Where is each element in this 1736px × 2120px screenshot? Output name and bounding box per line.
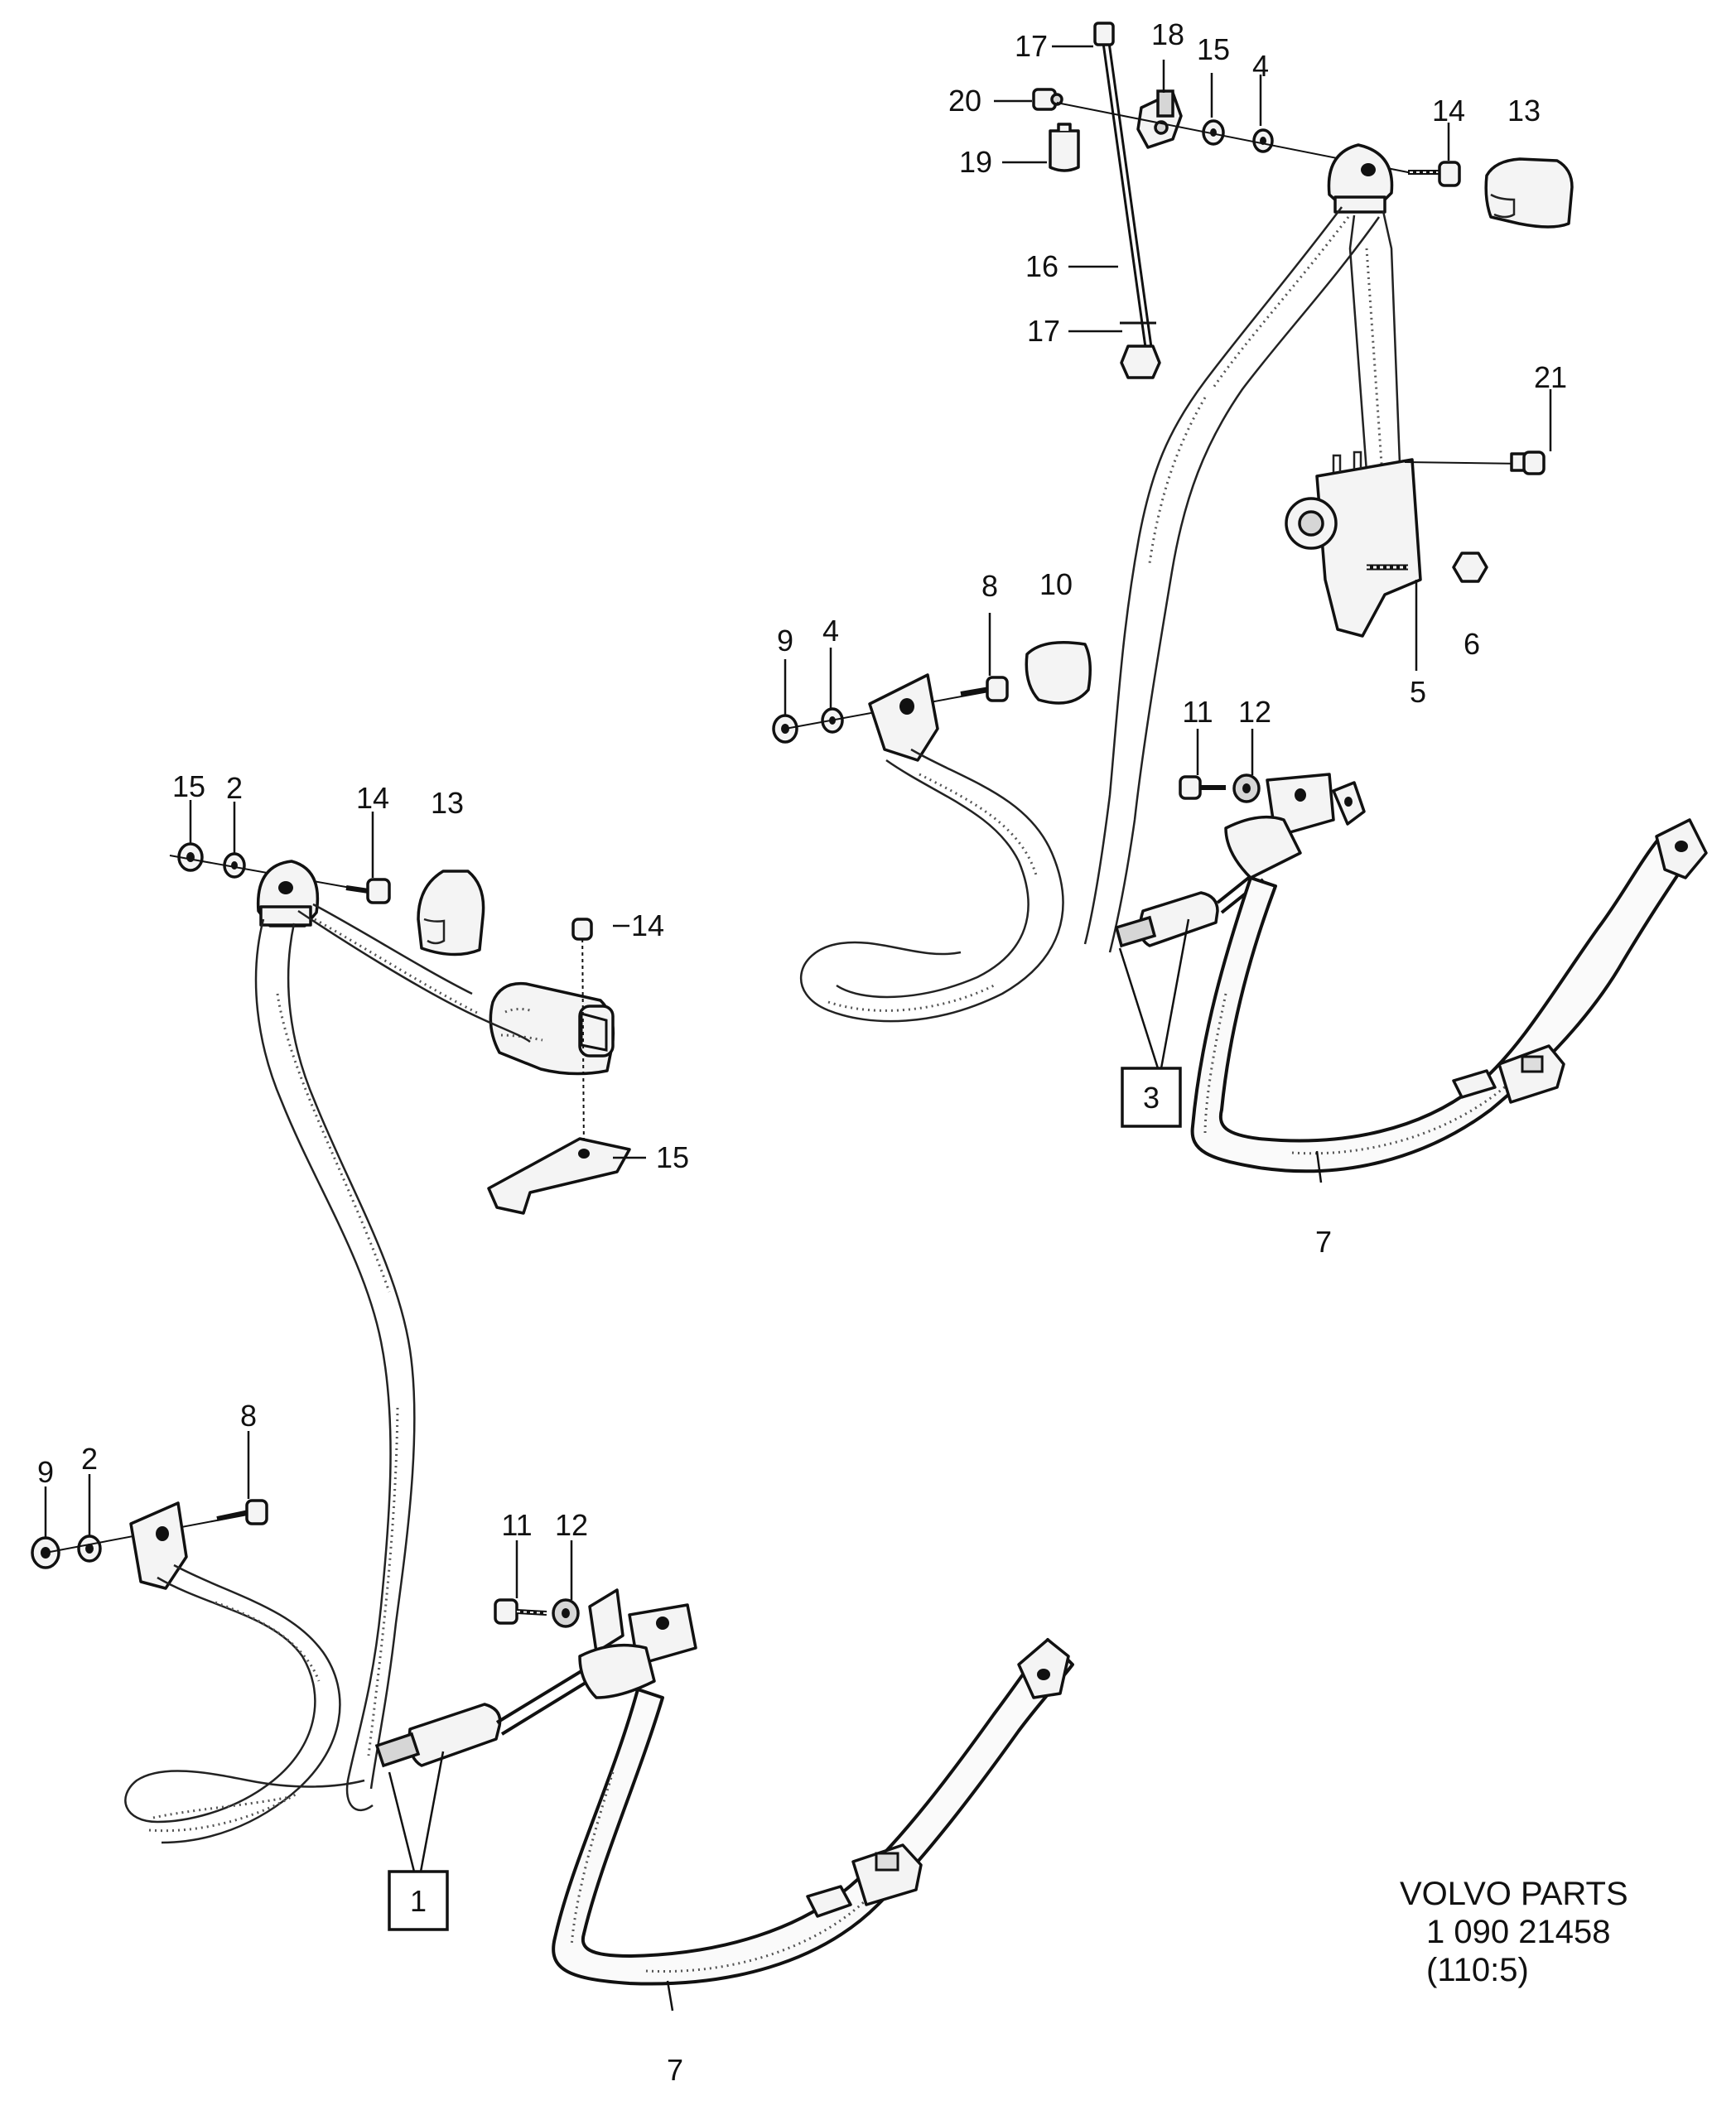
upper-reference-group: 3: [1118, 918, 1190, 1128]
label-15-right: 15: [656, 1140, 689, 1174]
label-8: 8: [981, 569, 998, 603]
label-4-mid: 4: [822, 614, 839, 648]
lower-part-labels: 15 2 14 13 14 15 8 9 2 11 12 7: [37, 769, 689, 2087]
upper-shoulder-belt: [1083, 143, 1401, 953]
label-7: 7: [1315, 1225, 1332, 1259]
label-8-lower: 8: [240, 1399, 257, 1433]
lower-top-parts: [169, 842, 485, 956]
upper-part-labels: 17 18 15 4 20 14 13 19 16 17 21 6 5 8 10…: [777, 17, 1567, 1259]
reference-box-3: [1121, 1067, 1182, 1128]
label-13: 13: [1507, 94, 1541, 128]
label-19: 19: [959, 145, 992, 179]
lower-lap-anchor: [31, 1499, 365, 1844]
label-17-top: 17: [1015, 29, 1048, 63]
label-12-lower: 12: [555, 1508, 588, 1542]
lower-reference-group: 1: [388, 1751, 449, 1931]
guide-rod: [1093, 22, 1161, 379]
label-5: 5: [1410, 675, 1426, 709]
upper-lap-anchor: [772, 641, 1092, 1023]
label-16: 16: [1025, 249, 1058, 283]
label-17-bottom: 17: [1027, 314, 1060, 348]
upper-small-parts: [1032, 88, 1574, 229]
label-20: 20: [948, 84, 981, 118]
label-11-lower: 11: [501, 1508, 532, 1542]
label-14-right: 14: [631, 908, 664, 942]
label-2-top: 2: [226, 771, 243, 805]
upper-buckle: [1114, 773, 1366, 948]
label-13-lower: 13: [431, 786, 464, 820]
upper-assembly: 3 17 18 15 4 20: [772, 17, 1708, 1259]
label-7-lower: 7: [667, 2053, 683, 2087]
caption-brand: VOLVO PARTS: [1400, 1876, 1628, 1912]
caption-section: (110:5): [1426, 1952, 1529, 1988]
lower-leader-lines: [44, 800, 674, 2012]
reference-box-1: [388, 1870, 449, 1931]
label-9-lower: 9: [37, 1455, 54, 1489]
label-15-top: 15: [172, 769, 205, 803]
lower-retractor: [487, 918, 631, 1215]
label-11: 11: [1182, 695, 1213, 729]
label-14: 14: [1432, 94, 1465, 128]
caption-code: 1 090 21458: [1426, 1914, 1610, 1950]
upper-leader-lines: [784, 45, 1552, 1183]
label-14-top: 14: [356, 781, 389, 815]
lower-lap-belt-7: [552, 1638, 1074, 1986]
label-9: 9: [777, 624, 793, 658]
lower-buckle: [374, 1588, 697, 1768]
label-21: 21: [1534, 360, 1567, 394]
label-15: 15: [1197, 32, 1230, 66]
label-6: 6: [1464, 627, 1480, 661]
catalog-caption: VOLVO PARTS 1 090 21458 (110:5): [1400, 1876, 1628, 1988]
reference-number-1: 1: [410, 1884, 427, 1918]
label-4-top: 4: [1252, 49, 1269, 83]
upper-retractor: [1285, 450, 1546, 638]
label-2-bottom: 2: [81, 1442, 98, 1476]
label-18: 18: [1151, 17, 1184, 51]
lower-shoulder-belt: [254, 903, 531, 1811]
lower-assembly: 1 15 2 14 13 14 15 8 9 2 11: [31, 769, 1074, 2087]
label-10: 10: [1039, 567, 1073, 601]
upper-lap-belt-7: [1190, 818, 1708, 1173]
reference-number-3: 3: [1143, 1081, 1160, 1115]
label-12: 12: [1238, 695, 1271, 729]
